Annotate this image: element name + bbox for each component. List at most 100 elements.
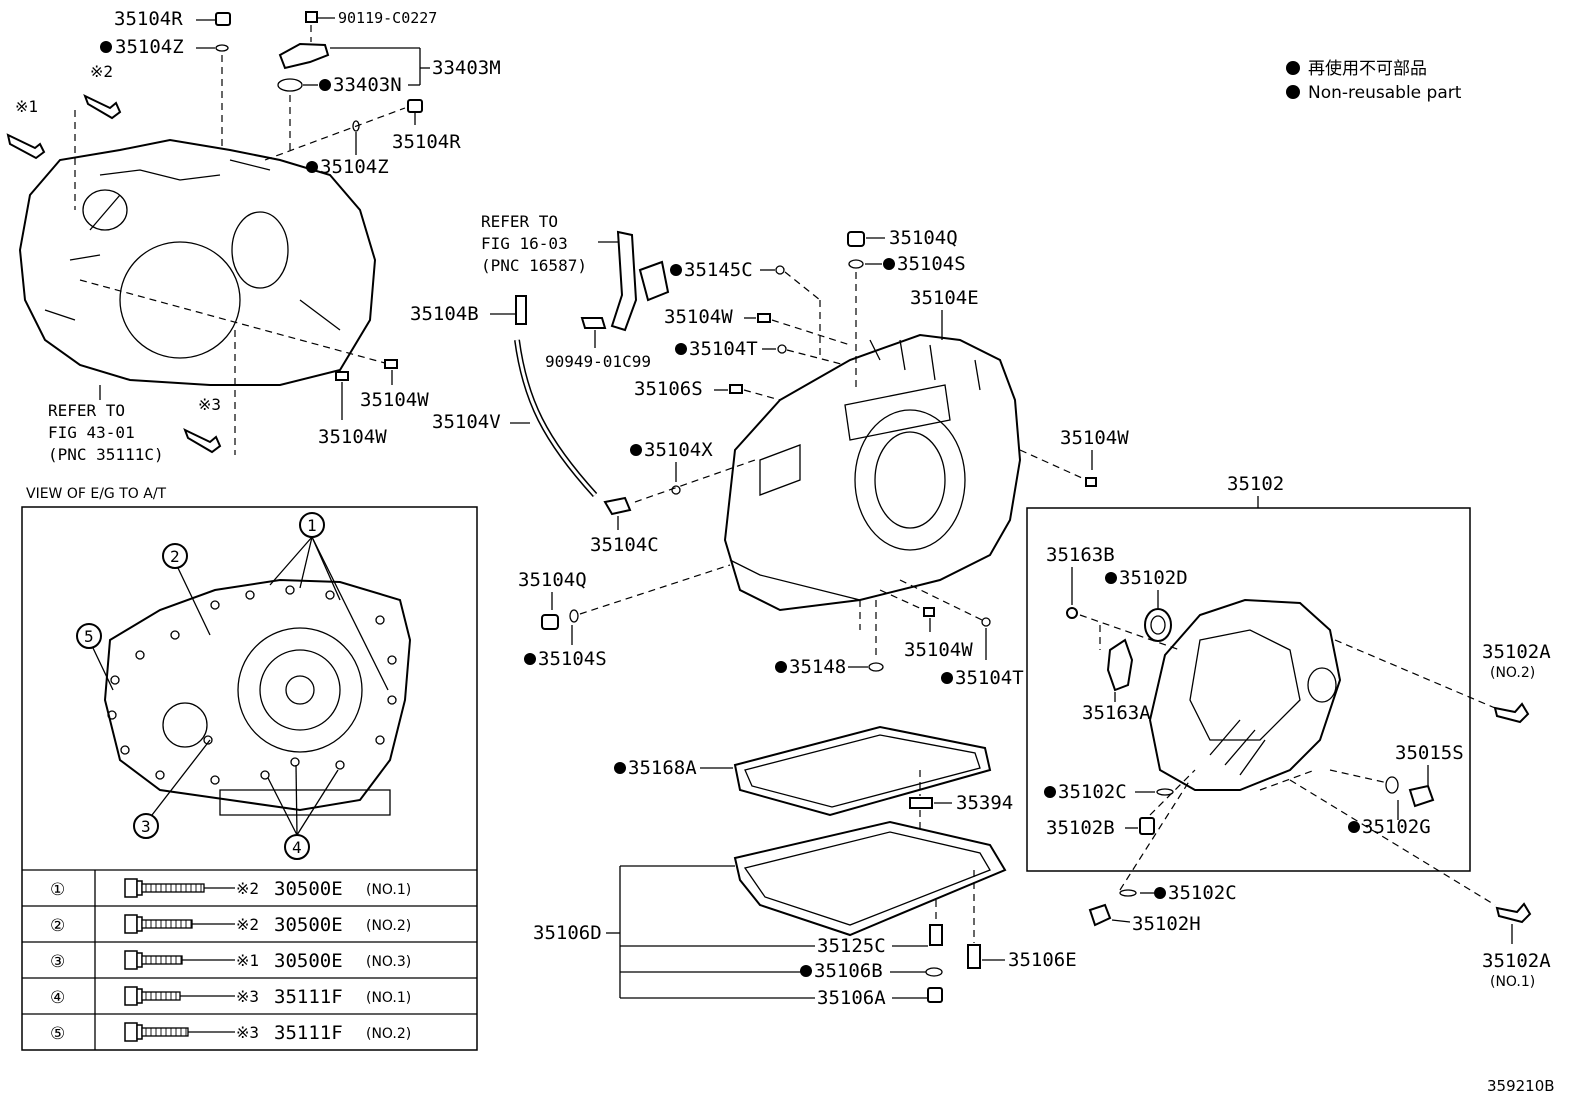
bolt-icon [124,914,138,934]
part-35104S: 35104S [897,253,966,275]
non-reusable-dot-icon [306,161,318,173]
bolt-row-mark: ※3 [236,987,259,1006]
part-35102G: 35102G [1362,816,1431,838]
view-callout-1: 1 [307,516,317,535]
part-35104C: 35104C [590,534,659,556]
part-33403M: 33403M [432,57,501,79]
view-title: VIEW OF E/G TO A/T [26,486,167,502]
legend-en: Non-reusable part [1308,83,1462,103]
part-35104Q: 35104Q [889,227,958,249]
figure-id: 359210B [1487,1077,1555,1095]
bolt-icon [124,1022,138,1042]
non-reusable-dot-icon [1286,61,1300,75]
refer2-line-1: REFER TO [481,212,558,231]
bolt-row-index: ② [50,916,65,936]
bolt-icon [124,950,138,970]
view-callout-4: 4 [292,838,302,857]
transaxle-housing-drawing [18,138,377,386]
part-35163B: 35163B [1046,544,1115,566]
part-35104R-2: 35104R [392,131,461,153]
view-callout-2: 2 [170,547,180,566]
part-35125C: 35125C [817,935,886,957]
view-panel: VIEW OF E/G TO A/T 1 2 5 3 4 [21,486,478,1051]
refer-line-1: REFER TO [48,401,125,420]
part-35102D: 35102D [1119,567,1188,589]
part-35102A: 35102A [1482,641,1551,663]
non-reusable-dot-icon [1105,572,1117,584]
bolt-row-index: ④ [50,988,65,1008]
refer2-line-2: FIG 16-03 [481,234,568,253]
part-33403N: 33403N [333,74,402,96]
part-35106B: 35106B [814,960,883,982]
bolt-row-mark: ※2 [236,915,259,934]
bolt-row-no: (NO.2) [366,918,411,934]
part-35104B: 35104B [410,303,479,325]
part-35106S: 35106S [634,378,703,400]
part-35394: 35394 [956,792,1013,814]
mark-2: ※2 [90,62,113,81]
part-35104E: 35104E [910,287,979,309]
mark-3: ※3 [198,395,221,414]
part-35104T-2: 35104T [955,667,1024,689]
part-35104W: 35104W [360,389,429,411]
refer2-line-3: (PNC 16587) [481,256,587,275]
part-35102H: 35102H [1132,913,1201,935]
non-reusable-dot-icon [800,965,812,977]
refer-line-3: (PNC 35111C) [48,445,164,464]
bolt-row-index: ⑤ [50,1024,65,1044]
bolt-row-no: (NO.3) [366,954,411,970]
non-reusable-dot-icon [941,672,953,684]
part-35102: 35102 [1227,473,1284,495]
non-reusable-dot-icon [524,653,536,665]
legend: 再使用不可部品 Non-reusable part [1286,58,1462,103]
bolt-row-index: ③ [50,952,65,972]
part-35104W-2: 35104W [318,426,387,448]
part-35106D: 35106D [533,922,602,944]
part-35104Z: 35104Z [115,36,184,58]
bolt-icon [124,986,138,1006]
middle-callouts: REFER TO FIG 16-03 (PNC 16587) 90949-01C… [410,212,1129,1009]
bolt-table-row: ② ※2 30500E (NO.2) [50,914,411,936]
part-35104T: 35104T [689,338,758,360]
bolt-row-part: 30500E [274,950,343,972]
top-left-callouts: 35104R 35104Z ※2 ※1 90119-C0227 33403M 3… [6,8,501,464]
non-reusable-dot-icon [670,264,682,276]
bolt-row-part: 35111F [274,986,343,1008]
part-35102B: 35102B [1046,817,1115,839]
bolt-row-no: (NO.2) [366,1026,411,1042]
bolt-table-row: ④ ※3 35111F (NO.1) [50,986,411,1008]
label-no1: (NO.1) [1490,974,1535,990]
bolt-row-part: 30500E [274,878,343,900]
part-35148: 35148 [789,656,846,678]
bolt-row-mark: ※2 [236,879,259,898]
part-35104X: 35104X [644,439,713,461]
part-35106E: 35106E [1008,949,1077,971]
non-reusable-dot-icon [675,343,687,355]
part-90949: 90949-01C99 [545,352,651,371]
part-35015S: 35015S [1395,742,1464,764]
non-reusable-dot-icon [614,762,626,774]
non-reusable-dot-icon [319,79,331,91]
non-reusable-dot-icon [100,41,112,53]
part-35104W-4: 35104W [1060,427,1129,449]
part-35104R: 35104R [114,8,183,30]
bolt-row-no: (NO.1) [366,990,411,1006]
non-reusable-dot-icon [1044,786,1056,798]
bolt-row-part: 30500E [274,914,343,936]
part-35102C: 35102C [1058,781,1127,803]
bolt-row-part: 35111F [274,1022,343,1044]
part-35104W-3: 35104W [664,306,733,328]
part-90119: 90119-C0227 [338,9,437,27]
part-35104V: 35104V [432,411,501,433]
mark-1: ※1 [15,97,38,116]
bolt-icon [124,878,138,898]
part-35102A-2: 35102A [1482,950,1551,972]
part-35168A: 35168A [628,757,697,779]
non-reusable-dot-icon [775,661,787,673]
non-reusable-dot-icon [1154,887,1166,899]
view-callout-5: 5 [84,627,94,646]
